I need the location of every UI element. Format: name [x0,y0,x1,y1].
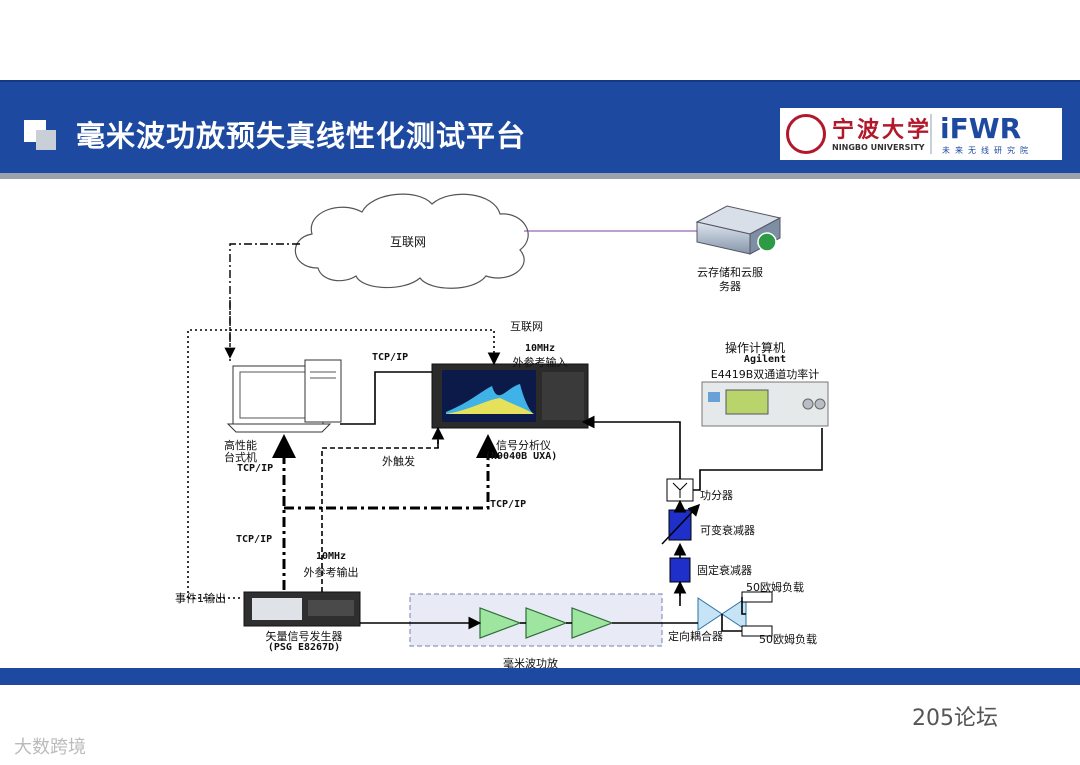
event-label: 事件1输出 [175,592,226,605]
university-name-en: NINGBO UNIVERSITY [832,143,925,152]
power-meter-icon [701,381,829,427]
cloud-server-icon [695,205,782,255]
fixed-attenuator-icon [669,557,691,583]
corner-watermark: 大数跨境 [14,737,86,758]
siggen-label-line2: (PSG E8267D) [267,642,341,653]
ref-out-label-line2: 外参考输出 [303,566,359,579]
siggen-label-line1: 矢量信号发生器 [265,630,343,643]
analyzer-label-line2: (N9040B UXA) [485,451,558,462]
trigger-label: 外触发 [382,455,415,468]
op-computer-label: 操作计算机 [725,341,786,355]
wechat-watermark: 205论坛 [912,706,998,731]
ref-in-label-line2: 外参考输入 [512,356,568,369]
signal-generator-icon [243,591,361,627]
server-label-line1: 云存储和云服 [697,266,763,279]
server-label-line2: 务器 [719,280,741,293]
signal-analyzer-icon [431,363,589,429]
logo-divider [930,114,932,154]
computer-label-line2: 台式机 [224,451,257,464]
load-label-1: 50欧姆负载 [746,581,804,594]
title-square-icon-shadow [36,130,56,150]
internet-cloud-icon [294,193,529,289]
university-name: 宁波大学 [832,117,933,143]
ref-out-label-line1: 10MHz [315,551,347,562]
tcpip-label-top: TCP/IP [372,352,409,363]
cloud-label: 互联网 [390,235,427,249]
amplifier-icons [479,607,614,639]
var-att-label: 可变衰减器 [700,524,755,537]
logo-panel: 宁波大学 NINGBO UNIVERSITY iFWR 未来无线研究院 [780,108,1062,160]
footer-bar [0,668,1080,685]
internet-label: 互联网 [510,320,543,333]
powermeter-label-line2: E4419B双通道功率计 [710,368,820,381]
pa-label: 毫米波功放 [503,657,558,670]
tcpip-label-left1: TCP/IP [237,463,274,474]
ref-in-label-line1: 10MHz [524,343,556,354]
tcpip-label-right: TCP/IP [490,499,527,510]
coupler-label: 定向耦合器 [668,630,723,643]
powermeter-label-line1: Agilent [743,354,787,365]
splitter-label: 功分器 [700,489,733,502]
fixed-att-label: 固定衰减器 [697,564,752,577]
desktop-computer-icon [226,359,342,433]
load-label-2: 50欧姆负载 [759,633,817,646]
university-seal-icon [786,114,826,154]
page-title: 毫米波功放预失真线性化测试平台 [76,119,527,153]
tcpip-label-left2: TCP/IP [236,534,273,545]
brand-subtitle: 未来无线研究院 [942,146,1033,155]
analyzer-label-line1: 信号分析仪 [496,439,551,452]
brand-logo: iFWR [940,112,1022,145]
computer-label-line1: 高性能 [224,439,257,452]
